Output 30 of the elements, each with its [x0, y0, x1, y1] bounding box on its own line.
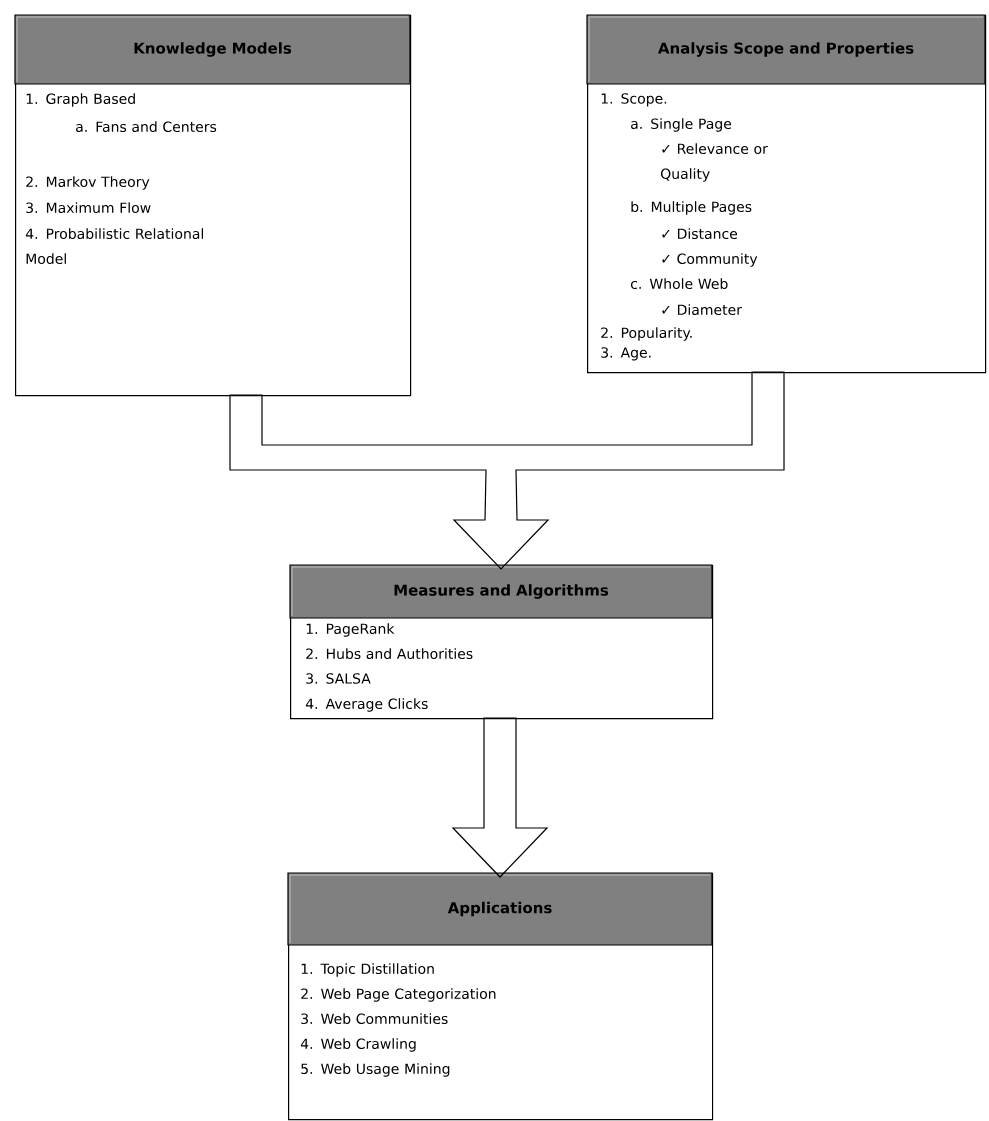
list-item: 1. PageRank — [306, 623, 395, 637]
list-item: 2. Hubs and Authorities — [306, 648, 473, 660]
list-item: ✓ Relevance or Quality — [661, 143, 768, 182]
panel: Analysis Scope and Properties 1. Scope. a. Single Page ✓ Relevance or Quality b. Multiple Pages ✓ Distance ✓ Community c. Whole Web ✓ Diameter 2. Popularity. 3. Age. — [586, 14, 987, 374]
list-item: 5. Web Usage Mining — [301, 1063, 450, 1077]
panel: Measures and Algorithms 1. PageRank 2. Hubs and Authorities 3. SALSA 4. Average Clicks — [289, 564, 714, 720]
list-item: 3. Maximum Flow — [26, 202, 151, 214]
panel: Knowledge Models 1. Graph Based a. Fans and Centers 2. Markov Theory 3. Maximum Flow 4. Probabilistic Relational Model — [14, 14, 412, 397]
list-item: 1. Graph Based — [26, 93, 135, 107]
list-item: 4. Probabilistic Relational Model — [25, 228, 203, 265]
block-arrow — [229, 371, 785, 570]
list-item: 3. Web Communities — [301, 1013, 448, 1025]
list-item: b. Multiple Pages — [631, 201, 752, 215]
list-item: 1. Topic Distillation — [301, 963, 434, 977]
panel: Applications 1. Topic Distillation 2. Web Page Categorization 3. Web Communities 4. Web Crawling 5. Web Usage Mining — [287, 872, 714, 1121]
list-item: 2. Web Page Categorization — [301, 988, 496, 1002]
list-item: a. Fans and Centers — [76, 121, 217, 133]
block-arrow — [451, 717, 549, 878]
list-item: 2. Popularity. — [601, 327, 692, 341]
list-item: 4. Web Crawling — [300, 1038, 416, 1052]
list-item: 3. SALSA — [306, 673, 371, 684]
list-item: 4. Average Clicks — [305, 698, 428, 712]
list-item: ✓ Diameter — [662, 304, 742, 316]
list-item: c. Whole Web — [630, 278, 728, 290]
list-item: 2. Markov Theory — [26, 176, 150, 190]
list-item: 1. Scope. — [601, 93, 667, 107]
list-item: a. Single Page — [631, 118, 732, 132]
list-item: 3. Age. — [601, 347, 651, 361]
list-item: ✓ Community — [662, 253, 758, 267]
list-item: ✓ Distance — [662, 228, 738, 240]
